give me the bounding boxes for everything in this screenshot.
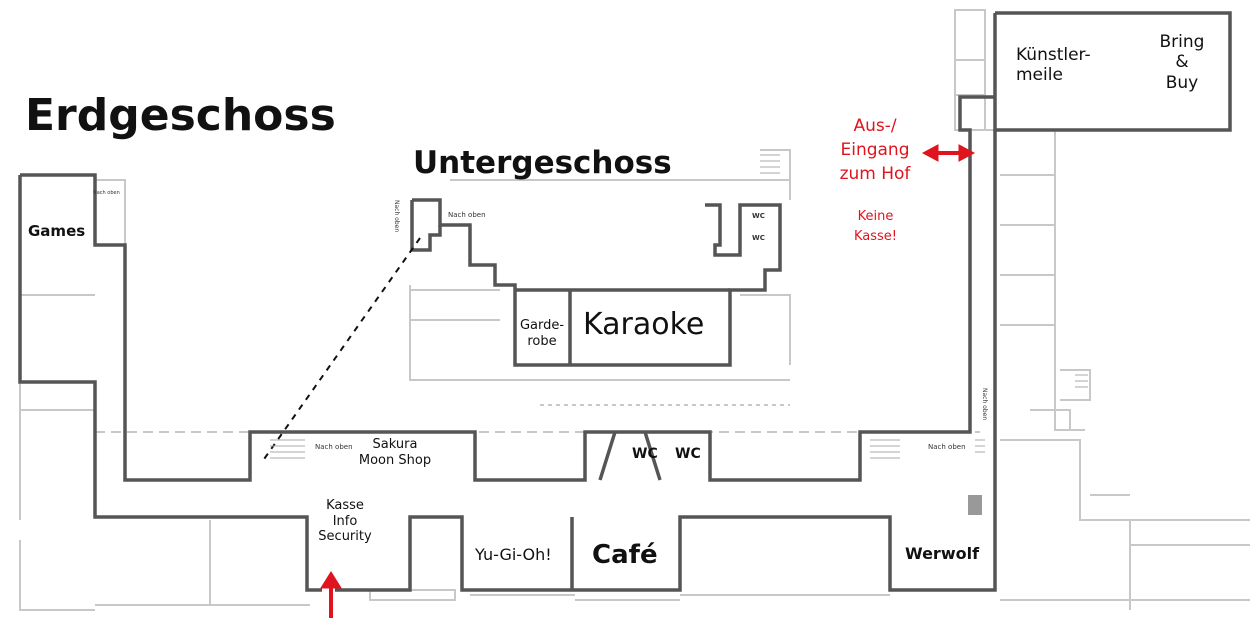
room-wc-1: WC (632, 446, 658, 462)
stairs-label-right-vertical: Nach oben (981, 388, 988, 421)
room-yugioh: Yu-Gi-Oh! (475, 545, 552, 564)
utility-block (968, 495, 982, 515)
room-kasse-info-security: Kasse Info Security (318, 498, 372, 545)
stairs-label-left: Nach oben (315, 443, 353, 451)
room-bring-buy: Bring & Buy (1159, 32, 1205, 93)
stairs-connection-line (261, 237, 421, 463)
room-games: Games (28, 222, 86, 240)
no-register-note: Keine Kasse! (853, 209, 898, 245)
basement-walls (410, 198, 782, 367)
room-werwolf: Werwolf (905, 544, 980, 563)
stair-marks (270, 154, 1088, 459)
room-wc-basement-2: WC (752, 234, 765, 242)
stairs-label-basement: Nach oben (448, 211, 486, 219)
room-garderobe: Garde- robe (519, 318, 565, 349)
stairs-label-games: Nach oben (93, 190, 120, 196)
red-double-arrow-icon (921, 144, 976, 162)
red-arrow-up-icon (320, 571, 342, 618)
room-kuenstlermeile: Künstler- meile (1016, 45, 1091, 86)
room-sakura-moon-shop: Sakura Moon Shop (358, 437, 432, 468)
stairs-label-basement-vertical: Nach oben (393, 200, 400, 233)
room-wc-basement-1: WC (752, 212, 765, 220)
room-karaoke: Karaoke (583, 307, 705, 342)
basement-title: Untergeschoss (413, 145, 672, 181)
room-cafe: Café (592, 540, 658, 570)
ground-floor-walls (18, 11, 1232, 592)
ground-floor-title: Erdgeschoss (25, 90, 336, 141)
room-wc-2: WC (675, 446, 701, 462)
stairs-label-right: Nach oben (928, 443, 966, 451)
courtyard-entrance-note: Aus-/ Eingang zum Hof (839, 116, 911, 184)
